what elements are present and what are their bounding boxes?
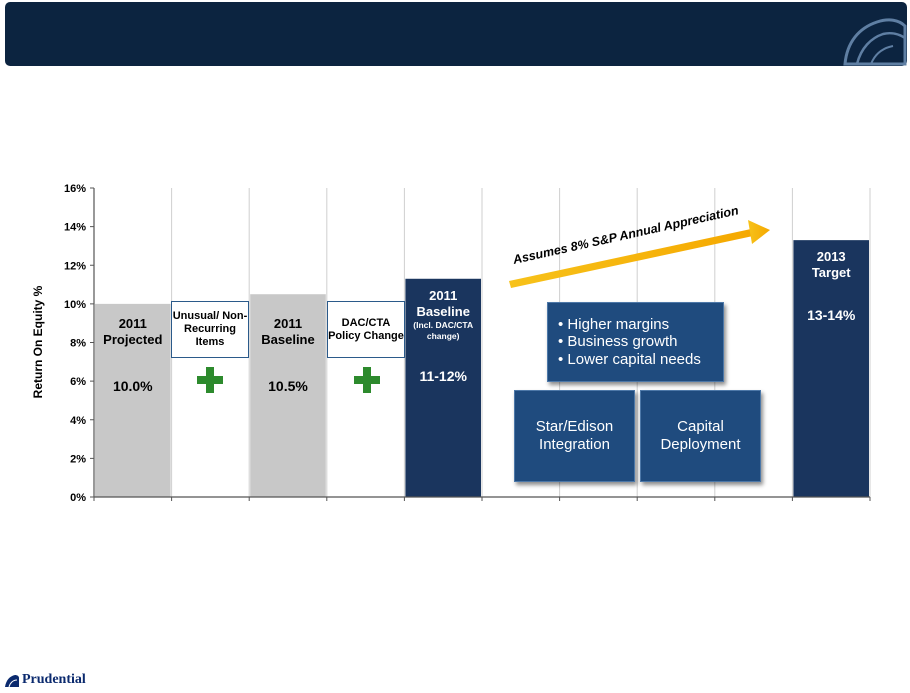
y-tick-label: 4% bbox=[70, 415, 86, 427]
deployment-box: Capital Deployment bbox=[640, 390, 761, 482]
y-tick-label: 8% bbox=[70, 338, 86, 350]
plus-icon bbox=[197, 367, 223, 393]
y-axis-label: Return On Equity % bbox=[31, 285, 45, 398]
bar bbox=[405, 278, 481, 497]
bar-label: 2011 bbox=[119, 316, 147, 331]
growth-drivers-box: Higher margins Business growth Lower cap… bbox=[547, 302, 724, 382]
bar-value-label: 11-12% bbox=[419, 368, 467, 384]
footer-logo: Prudential bbox=[4, 670, 86, 690]
bar-label: 2011 bbox=[429, 288, 457, 303]
y-tick-label: 14% bbox=[64, 222, 86, 234]
integration-text: Star/Edison Integration bbox=[535, 418, 614, 453]
driver-bullet: Business growth bbox=[558, 333, 701, 351]
header-bar bbox=[5, 2, 907, 66]
bar bbox=[793, 240, 869, 498]
deployment-text: Capital Deployment bbox=[660, 418, 741, 453]
footer-brand: Prudential bbox=[22, 672, 86, 687]
prudential-rock-icon bbox=[5, 675, 19, 688]
bar-label: Target bbox=[812, 265, 851, 280]
bar-label: Baseline bbox=[416, 304, 469, 319]
bar-value-label: 13-14% bbox=[807, 307, 856, 323]
bar bbox=[95, 303, 171, 497]
bar-sublabel: change) bbox=[427, 331, 460, 341]
bar-value-label: 10.5% bbox=[268, 378, 308, 394]
y-tick-label: 2% bbox=[70, 453, 86, 465]
bar-value-label: 10.0% bbox=[113, 378, 153, 394]
bar-label: 2013 bbox=[817, 249, 846, 264]
bar-sublabel: (Incl. DAC/CTA bbox=[413, 320, 473, 330]
appreciation-arrow bbox=[509, 220, 770, 288]
y-tick-label: 12% bbox=[64, 260, 86, 272]
y-tick-label: 10% bbox=[64, 299, 86, 311]
driver-bullet: Higher margins bbox=[558, 316, 701, 334]
plus-icon bbox=[354, 367, 380, 393]
rock-logo-icon bbox=[843, 18, 907, 66]
unusual-items-text: Unusual/ Non-Recurring Items bbox=[172, 310, 248, 348]
bar bbox=[250, 294, 326, 497]
bar-label: Projected bbox=[103, 332, 162, 347]
integration-box: Star/Edison Integration bbox=[514, 390, 635, 482]
y-tick-label: 16% bbox=[64, 183, 86, 195]
driver-bullet: Lower capital needs bbox=[558, 351, 700, 369]
dac-policy-callout: DAC/CTA Policy Change bbox=[327, 301, 405, 358]
bar-label: 2011 bbox=[274, 316, 302, 331]
bar-label: Baseline bbox=[261, 332, 314, 347]
unusual-items-callout: Unusual/ Non-Recurring Items bbox=[171, 301, 249, 358]
dac-policy-text: DAC/CTA Policy Change bbox=[328, 316, 404, 342]
y-tick-label: 0% bbox=[70, 492, 86, 504]
y-tick-label: 6% bbox=[70, 376, 86, 388]
